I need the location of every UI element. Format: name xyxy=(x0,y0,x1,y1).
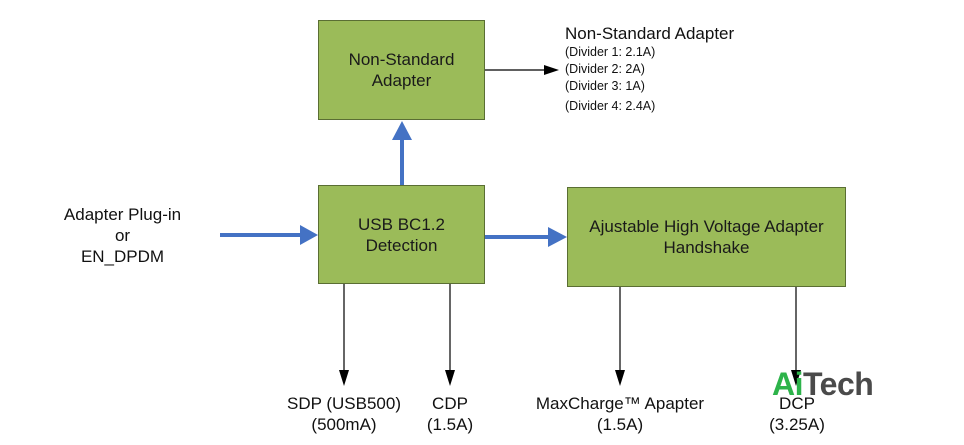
arrow-input-to-bc12 xyxy=(220,225,318,245)
divider-4-label: (Divider 4: 2.4A) xyxy=(565,99,656,113)
output-maxcharge-line1: MaxCharge™ Apapter xyxy=(535,394,705,413)
box-label-line1: USB BC1.2 xyxy=(358,214,445,234)
aitech-logo: AiTech xyxy=(772,366,874,403)
divider-1-label: (Divider 1: 2.1A) xyxy=(565,45,656,59)
output-maxcharge: MaxCharge™ Apapter (1.5A) xyxy=(510,393,730,435)
output-sdp-line2: (500mA) xyxy=(311,415,377,434)
arrow-to-dcp xyxy=(791,287,801,386)
high-voltage-handshake-box: Ajustable High Voltage Adapter Handshake xyxy=(567,187,846,287)
output-sdp-line1: SDP (USB500) xyxy=(286,394,401,413)
arrow-to-cdp xyxy=(445,284,455,386)
arrow-to-maxcharge xyxy=(615,287,625,386)
input-label: Adapter Plug-in or EN_DPDM xyxy=(40,204,205,267)
box-label-line2: Detection xyxy=(365,235,438,255)
output-cdp: CDP (1.5A) xyxy=(390,393,510,435)
non-standard-adapter-box: Non-Standard Adapter xyxy=(318,20,485,120)
output-maxcharge-line2: (1.5A) xyxy=(596,415,644,434)
output-cdp-line2: (1.5A) xyxy=(426,415,474,434)
box-label-line2: Handshake xyxy=(663,238,750,257)
logo-part-ai: Ai xyxy=(772,366,804,402)
divider-3-label: (Divider 3: 1A) xyxy=(565,79,645,93)
input-label-line1: Adapter Plug-in xyxy=(63,205,182,224)
input-label-line2: or xyxy=(114,226,131,245)
output-sdp: SDP (USB500) (500mA) xyxy=(214,393,474,435)
usb-bc12-detection-box: USB BC1.2 Detection xyxy=(318,185,485,284)
divider-2-label: (Divider 2: 2A) xyxy=(565,62,645,76)
arrow-to-sdp xyxy=(339,284,349,386)
box-label-line1: Non-Standard xyxy=(348,50,455,69)
arrow-nonstandard-to-label xyxy=(485,65,559,75)
output-cdp-line1: CDP xyxy=(432,394,468,413)
arrow-bc12-to-hv xyxy=(485,227,567,247)
box-label-line2: Adapter xyxy=(371,71,432,90)
output-dcp: DCP (3.25A) xyxy=(737,393,857,435)
box-label-line1: Ajustable High Voltage Adapter xyxy=(589,217,824,236)
arrow-bc12-to-nonstandard xyxy=(392,121,412,185)
output-dcp-line2: (3.25A) xyxy=(769,415,825,434)
output-dcp-line1: DCP xyxy=(779,394,815,413)
input-label-line3: EN_DPDM xyxy=(80,247,165,266)
logo-part-tech: Tech xyxy=(803,366,874,402)
non-standard-output-title: Non-Standard Adapter xyxy=(565,24,735,43)
